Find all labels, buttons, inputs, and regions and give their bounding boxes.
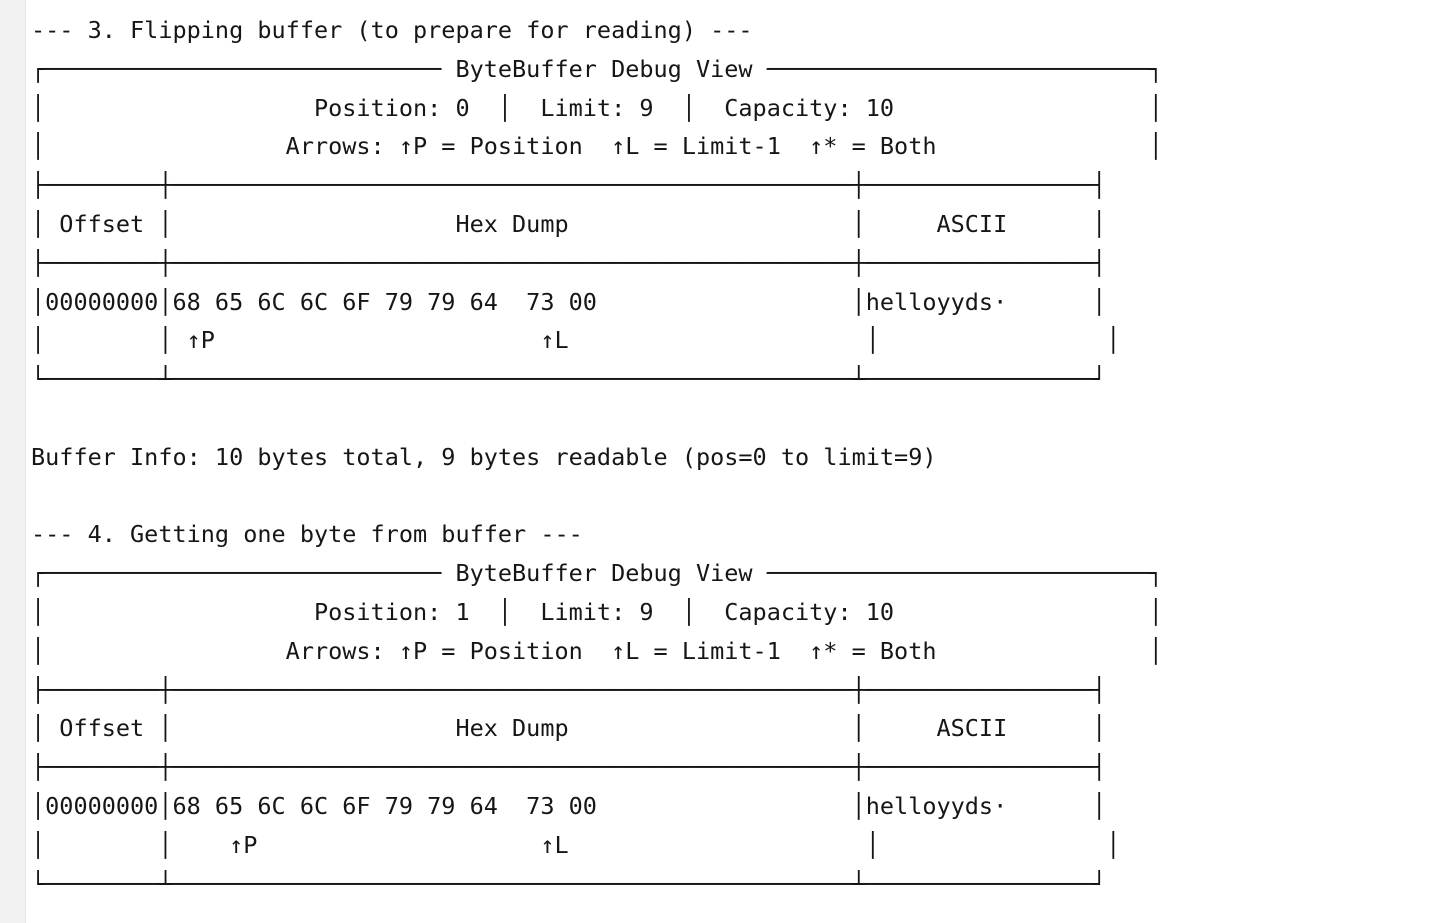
- bytebuffer-debug-view-box-1: ┌──────────────────────────── ByteBuffer…: [31, 54, 1163, 394]
- bytebuffer-debug-view-box-2: ┌──────────────────────────── ByteBuffer…: [31, 559, 1163, 898]
- section-3-heading: --- 3. Flipping buffer (to prepare for r…: [31, 16, 753, 44]
- blank-line: [31, 399, 1163, 438]
- buffer-info-line: Buffer Info: 10 bytes total, 9 bytes rea…: [31, 442, 937, 471]
- terminal-output: --- 3. Flipping buffer (to prepare for r…: [31, 11, 1163, 903]
- blank-line: [31, 477, 1163, 516]
- terminal-gutter: [0, 0, 26, 923]
- section-4-heading: --- 4. Getting one byte from buffer ---: [31, 520, 583, 549]
